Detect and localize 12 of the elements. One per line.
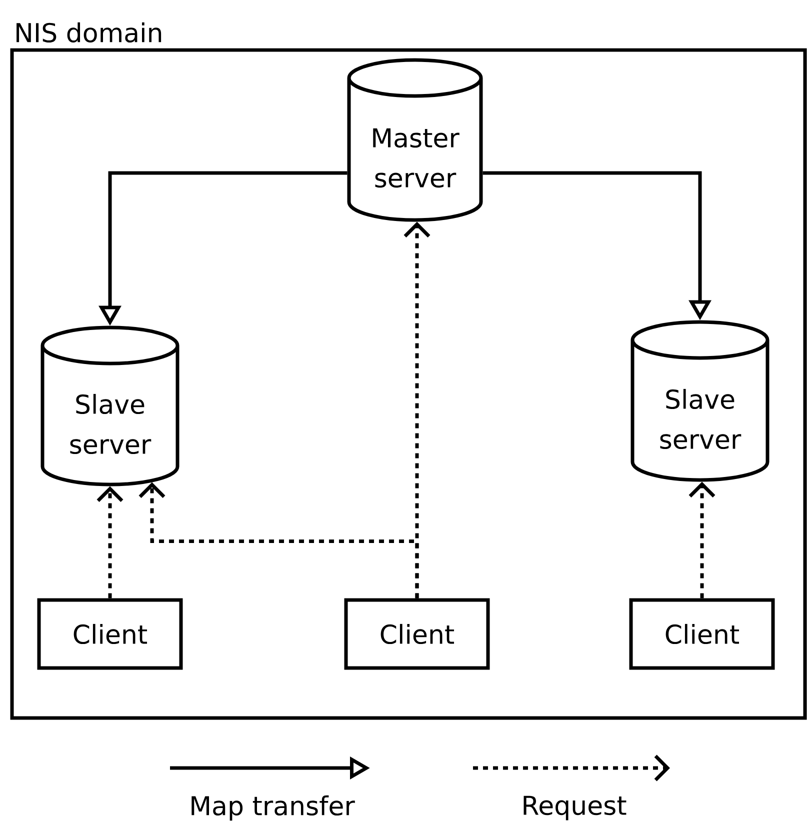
cylinder: Slave server bbox=[40, 326, 180, 486]
client-box: Client bbox=[629, 598, 775, 670]
legend-label: Request bbox=[524, 796, 626, 820]
legend-label: Map transfer bbox=[192, 795, 355, 821]
cylinder: Slave server bbox=[630, 320, 770, 482]
arrow bbox=[688, 482, 716, 598]
client-box: Client bbox=[37, 598, 183, 670]
arrow bbox=[96, 486, 124, 598]
client-box: Client bbox=[344, 598, 490, 670]
node-label: NIS domain bbox=[16, 22, 162, 42]
cylinder: Master server bbox=[347, 58, 483, 222]
arrow bbox=[138, 482, 419, 598]
